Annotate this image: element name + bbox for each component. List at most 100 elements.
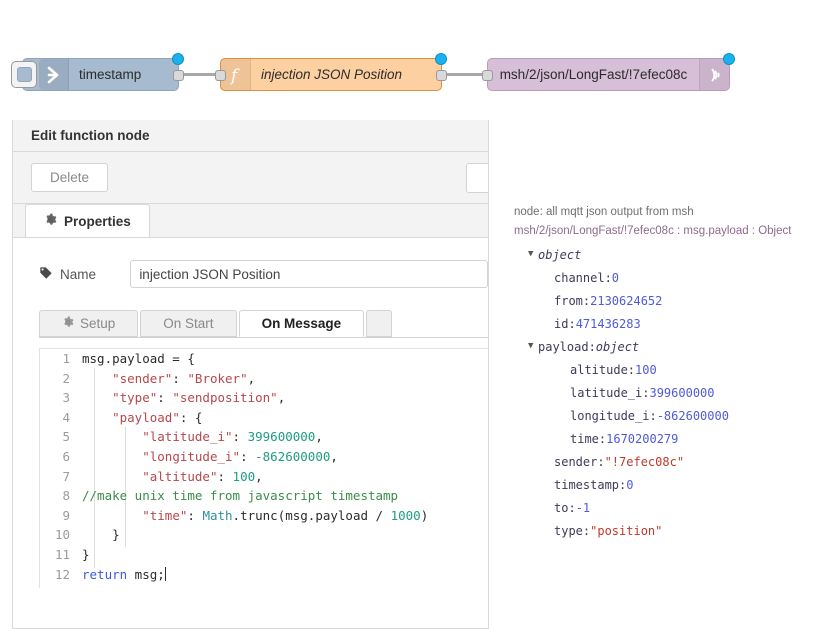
code-line-text: msg.payload = { [82,351,195,366]
sub-tab-setup-label: Setup [80,316,116,331]
debug-tree-key: sender: [554,455,605,469]
debug-tree-value: "position" [590,524,663,538]
delete-button[interactable]: Delete [31,163,109,192]
debug-tree-type: object [538,248,582,262]
debug-tree-row[interactable]: time: 1670200279 [514,428,826,451]
debug-tree-value: 2130624652 [590,294,663,308]
dialog-toolbar-right-button[interactable] [466,163,488,193]
name-label-text: Name [60,266,97,282]
gear-icon [62,316,74,331]
debug-tree-value: 399600000 [649,386,715,400]
debug-tree-row[interactable]: sender: "!7efec08c" [514,451,826,474]
dialog-toolbar: Delete [13,152,488,204]
debug-tree-row[interactable]: altitude: 100 [514,359,826,382]
flow-canvas[interactable]: timestamp f injection JSON Position msh/… [0,0,826,112]
debug-tree-row[interactable]: timestamp: 0 [514,474,826,497]
code-line-text: "altitude": 100, [142,468,263,484]
function-output-port[interactable] [436,70,447,81]
indent-guide [125,427,126,547]
properties-panel: Name Setup On Start On Message [13,238,488,588]
chevron-down-icon[interactable]: ▼ [528,249,534,259]
debug-tree-key: time: [570,432,607,446]
code-line-number: 8 [62,488,70,504]
debug-tree-key: type: [554,524,591,538]
function-input-port[interactable] [215,70,226,81]
chevron-down-icon[interactable]: ▼ [528,341,534,351]
code-line: 5 "latitude_i": 399600000, [40,427,488,447]
code-line-text: "sender": "Broker", [112,370,256,386]
debug-tree-key: channel: [554,271,612,285]
debug-tree-row[interactable]: from: 2130624652 [514,290,826,313]
debug-tree-row[interactable]: channel: 0 [514,267,826,290]
code-line: 3 "type": "sendposition", [40,388,488,408]
debug-tree-row[interactable]: to: -1 [514,497,826,520]
name-input[interactable] [130,260,488,288]
debug-tree-row[interactable]: type: "position" [514,520,826,543]
code-line-number: 1 [62,351,70,366]
debug-tree-key: from: [554,294,591,308]
flow-node-function-label: injection JSON Position [261,67,403,82]
flow-node-inject[interactable]: timestamp [11,53,184,91]
debug-tree-row[interactable]: latitude_i: 399600000 [514,382,826,405]
edit-function-node-dialog: Edit function node Delete Properties Nam… [12,120,489,629]
wire-inject-to-function [178,73,226,76]
flow-node-function[interactable]: f injection JSON Position [215,53,447,91]
tab-properties[interactable]: Properties [25,204,150,237]
sub-tab-on-start-label: On Start [163,316,214,331]
debug-tree-row[interactable]: longitude_i: -862600000 [514,405,826,428]
debug-tree-row[interactable]: ▼payload: object [514,336,826,359]
code-line: 9 "time": Math.trunc(msg.payload / 1000) [40,506,488,526]
tab-properties-label: Properties [64,213,131,229]
sub-tab-on-start[interactable]: On Start [140,310,237,337]
indent-guide [94,368,95,568]
code-line-number: 10 [54,527,70,543]
debug-tree-value: 0 [611,271,620,285]
code-line: 7 "altitude": 100, [40,467,488,487]
inject-output-port[interactable] [173,70,184,81]
svg-text:f: f [229,66,240,85]
sub-tab-setup[interactable]: Setup [39,310,139,337]
debug-tree-key: latitude_i: [570,386,650,400]
gear-icon [44,213,57,229]
debug-tree-value: -862600000 [656,409,729,423]
code-line-text: "longitude_i": -862600000, [142,448,338,464]
function-fx-icon: f [221,59,251,90]
mqtt-input-port[interactable] [482,70,493,81]
debug-tree-key: to: [554,501,576,515]
inject-arrow-icon [39,59,69,90]
inject-trigger-button[interactable] [11,61,37,88]
name-form-row: Name [13,260,488,288]
debug-tree-row[interactable]: ▼ object [514,244,826,267]
code-line-text: } [82,527,120,543]
debug-tree-row[interactable]: id: 471436283 [514,313,826,336]
code-line: 1 msg.payload = { [40,349,488,369]
flow-node-mqtt-out[interactable]: msh/2/json/LongFast/!7efec08c [482,53,735,91]
code-line-number: 11 [54,546,70,562]
inject-status-dot [172,53,184,65]
code-line-number: 7 [62,468,70,484]
mqtt-broadcast-icon [699,59,729,90]
function-status-dot [435,53,447,65]
code-line-number: 12 [54,566,70,582]
code-line-number: 2 [62,370,70,386]
code-line: 10 } [40,525,488,545]
function-code-editor[interactable]: 1 msg.payload = { 2 "sender": "Broker", 3 "… [39,348,488,588]
debug-tree-value: 471436283 [575,317,641,331]
code-line-text: } [82,546,90,562]
mqtt-status-dot [723,53,735,65]
debug-tree-key: longitude_i: [570,409,657,423]
text-cursor [164,566,166,581]
debug-tree-value: -1 [575,501,591,515]
debug-tree-value: 100 [635,363,657,377]
code-line: 8//make unix time from javascript timest… [40,486,488,506]
debug-tree-value: 0 [626,478,634,492]
sub-tab-on-message-label: On Message [261,316,342,331]
name-label: Name [39,266,130,283]
sub-tab-on-message[interactable]: On Message [238,310,365,337]
debug-topic-line: msh/2/json/LongFast/!7efec08c : msg.payl… [514,225,792,237]
sub-tab-on-stop[interactable] [366,310,392,337]
dialog-title: Edit function node [13,120,488,152]
debug-panel: node: all mqtt json output from msh msh/… [514,203,826,543]
